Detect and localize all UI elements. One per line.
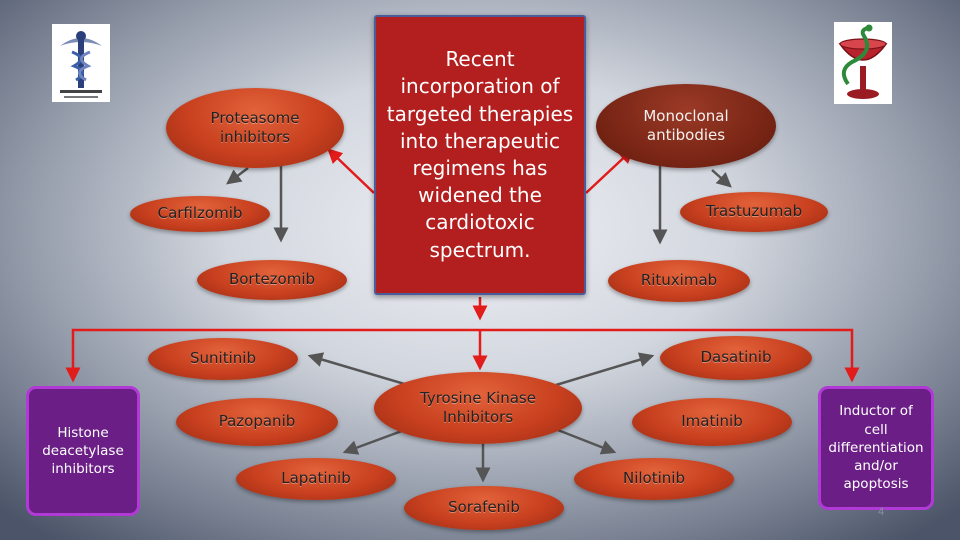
sorafenib-node: Sorafenib [404,486,564,530]
lapatinib-node: Lapatinib [236,458,396,500]
slide-number: 4 [878,506,885,518]
monoclonal-antibodies-node: Monoclonal antibodies [596,84,776,168]
pazopanib-label: Pazopanib [218,412,296,431]
trastuzumab-label: Trastuzumab [705,202,803,221]
carfilzomib-label: Carfilzomib [157,204,243,223]
bortezomib-node: Bortezomib [197,260,347,300]
hygieia-bowl-logo [834,22,892,104]
tyrosine-kinase-inhibitors-label: Tyrosine Kinase Inhibitors [420,388,536,427]
arrow-to-dasatinib [555,352,655,387]
proteasome-inhibitors-node: Proteasome inhibitors [166,88,344,168]
dasatinib-node: Dasatinib [660,336,812,380]
sunitinib-label: Sunitinib [190,349,256,368]
central-statement-box: Recent incorporation of targeted therapi… [374,15,586,295]
arrow-to-proteasome [327,148,375,194]
arrow-to-carfilzomib [226,167,249,185]
imatinib-label: Imatinib [681,412,743,431]
central-statement-text: Recent incorporation of targeted therapi… [386,47,574,262]
histone-deacetylase-label: Histone deacetylase inhibitors [42,424,124,478]
rituximab-node: Rituximab [608,260,750,302]
inductor-box: Inductor of cell differentiation and/or … [818,386,934,510]
nilotinib-node: Nilotinib [574,458,734,500]
carfilzomib-node: Carfilzomib [130,196,270,232]
sorafenib-label: Sorafenib [448,498,520,517]
bortezomib-label: Bortezomib [228,270,316,289]
rituximab-label: Rituximab [640,271,718,290]
trastuzumab-node: Trastuzumab [680,192,828,232]
arrow-to-monoclonal [585,148,634,194]
tyrosine-kinase-inhibitors-node: Tyrosine Kinase Inhibitors [374,372,582,444]
dasatinib-label: Dasatinib [700,348,772,367]
monoclonal-antibodies-label: Monoclonal antibodies [643,106,729,145]
lapatinib-label: Lapatinib [281,469,351,488]
imatinib-node: Imatinib [632,398,792,446]
bracket-line [71,328,854,372]
histone-deacetylase-box: Histone deacetylase inhibitors [26,386,140,516]
inductor-label: Inductor of cell differentiation and/or … [828,403,924,493]
arrow-to-trastuzumab [711,169,732,188]
arrow-to-sunitinib [307,352,409,387]
caduceus-logo [52,24,110,102]
sunitinib-node: Sunitinib [148,338,298,380]
proteasome-inhibitors-label: Proteasome inhibitors [210,108,300,147]
pazopanib-node: Pazopanib [176,398,338,446]
nilotinib-label: Nilotinib [623,469,685,488]
